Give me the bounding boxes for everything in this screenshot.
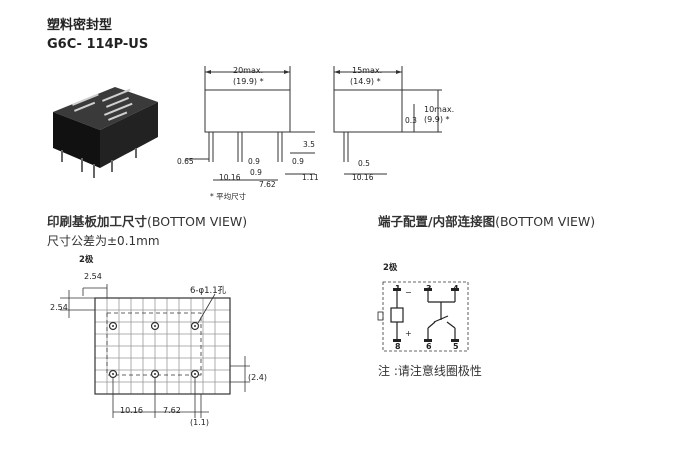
pin-3-label: 3 — [426, 284, 432, 293]
pin-1-label: 1 — [395, 284, 401, 293]
side-width-label: 15max. — [352, 66, 383, 75]
side-width-avg: (14.9) * — [350, 77, 381, 86]
pcb-title: 印刷基板加工尺寸(BOTTOM VIEW) — [47, 211, 247, 230]
dim-7-62: 7.62 — [259, 180, 276, 189]
svg-text:−: − — [405, 288, 412, 297]
front-width-avg: (19.9) * — [233, 77, 264, 86]
dim-0-9-b: 0.9 — [292, 157, 304, 166]
category-title: 塑料密封型 — [47, 18, 113, 33]
pcb-dim-right: (2.4) — [248, 373, 267, 382]
avg-footnote: * 平均尺寸 — [210, 192, 247, 201]
pcb-dim-a: 10.16 — [120, 406, 143, 415]
dim-0-9-a: 0.9 — [248, 157, 260, 166]
pcb-dim-b: 7.62 — [163, 406, 181, 415]
pcb-pitch-x: 2.54 — [84, 272, 102, 281]
pcb-title-cn: 印刷基板加工尺寸 — [47, 214, 148, 229]
pcb-pitch-y: 2.54 — [50, 303, 68, 312]
terminal-title-cn: 端子配置/内部连接图 — [378, 214, 496, 229]
pcb-title-en: (BOTTOM VIEW) — [147, 214, 248, 229]
height-label: 10max. — [424, 105, 455, 114]
svg-text:+: + — [405, 329, 412, 338]
front-view-drawing — [185, 66, 315, 181]
pin-5-label: 5 — [453, 342, 459, 351]
model-name: G6C- 114P-US — [47, 37, 149, 52]
height-avg: (9.9) * — [424, 115, 450, 124]
relay-photo — [53, 87, 158, 178]
dim-side-10-16: 10.16 — [352, 173, 374, 182]
polarity-note: 注 :请注意线圈极性 — [378, 364, 482, 378]
pin-8-label: 8 — [395, 342, 401, 351]
pin-4-label: 4 — [453, 284, 459, 293]
terminal-diagram: − + — [377, 281, 469, 352]
pin-6-label: 6 — [426, 342, 432, 351]
side-view-drawing — [333, 66, 442, 175]
dim-1-11: 1.11 — [302, 173, 319, 182]
pcb-drawing — [60, 284, 250, 418]
pcb-pole: 2极 — [79, 255, 94, 265]
pcb-dim-bottom: (1.1) — [190, 418, 209, 427]
pcb-tolerance: 尺寸公差为±0.1mm — [47, 234, 160, 248]
dim-0-3: 0.3 — [405, 116, 417, 125]
terminal-title-en: (BOTTOM VIEW) — [495, 214, 596, 229]
dim-3-5: 3.5 — [303, 140, 315, 149]
terminal-title: 端子配置/内部连接图(BOTTOM VIEW) — [378, 211, 595, 230]
dim-10-16: 10.16 — [219, 173, 241, 182]
dim-0-9-c: 0.9 — [250, 168, 262, 177]
terminal-pole: 2极 — [383, 263, 398, 273]
dim-0-65: 0.65 — [177, 157, 194, 166]
pcb-holes-label: 6-φ1.1孔 — [190, 286, 227, 296]
front-width-label: 20max. — [233, 66, 264, 75]
dim-0-5: 0.5 — [358, 159, 370, 168]
